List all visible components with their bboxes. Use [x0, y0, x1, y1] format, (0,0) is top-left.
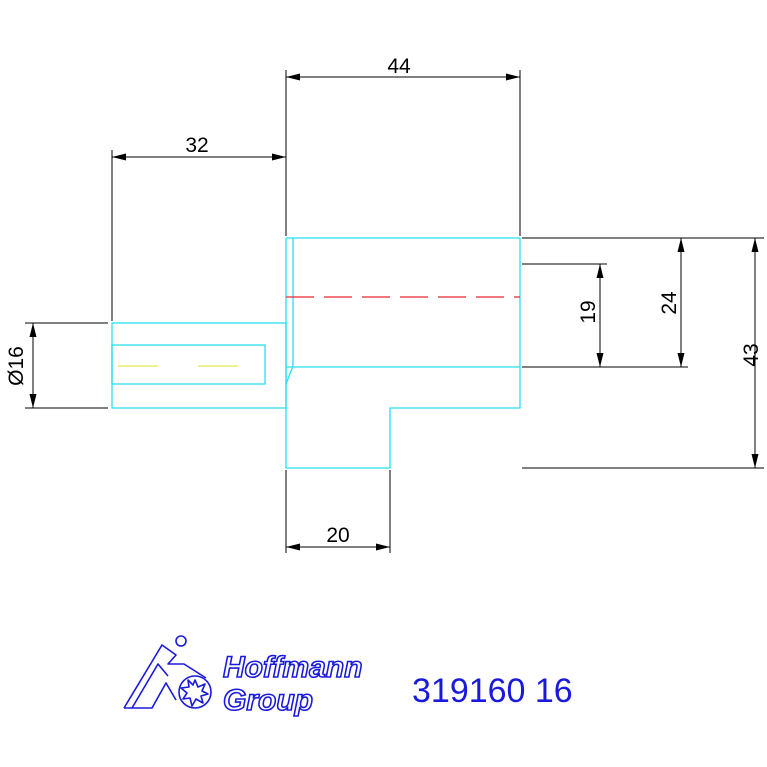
shank-inner-bore	[111, 344, 266, 385]
brand-name-line1: Hoffmann	[223, 651, 362, 684]
part-outline	[111, 237, 521, 469]
dimension-arrows	[29, 73, 759, 551]
dim-shank-length: 32	[185, 134, 208, 157]
main-body-outline	[285, 237, 521, 469]
dim-shank-diameter: Ø16	[5, 346, 28, 386]
part-number: 319160 16	[412, 672, 573, 710]
chamfer-line	[285, 365, 294, 385]
brand-name-line2: Group	[223, 684, 313, 717]
dim-step-width: 20	[326, 524, 349, 547]
logo-mark-icon	[123, 635, 212, 709]
brand-logo: Hoffmann Group	[123, 635, 363, 718]
dimension-lines	[25, 70, 764, 553]
dim-overall-height: 43	[740, 343, 763, 366]
dim-inner-height: 24	[658, 291, 681, 315]
dim-overall-length: 44	[387, 55, 411, 78]
dim-bore: 19	[577, 300, 600, 323]
